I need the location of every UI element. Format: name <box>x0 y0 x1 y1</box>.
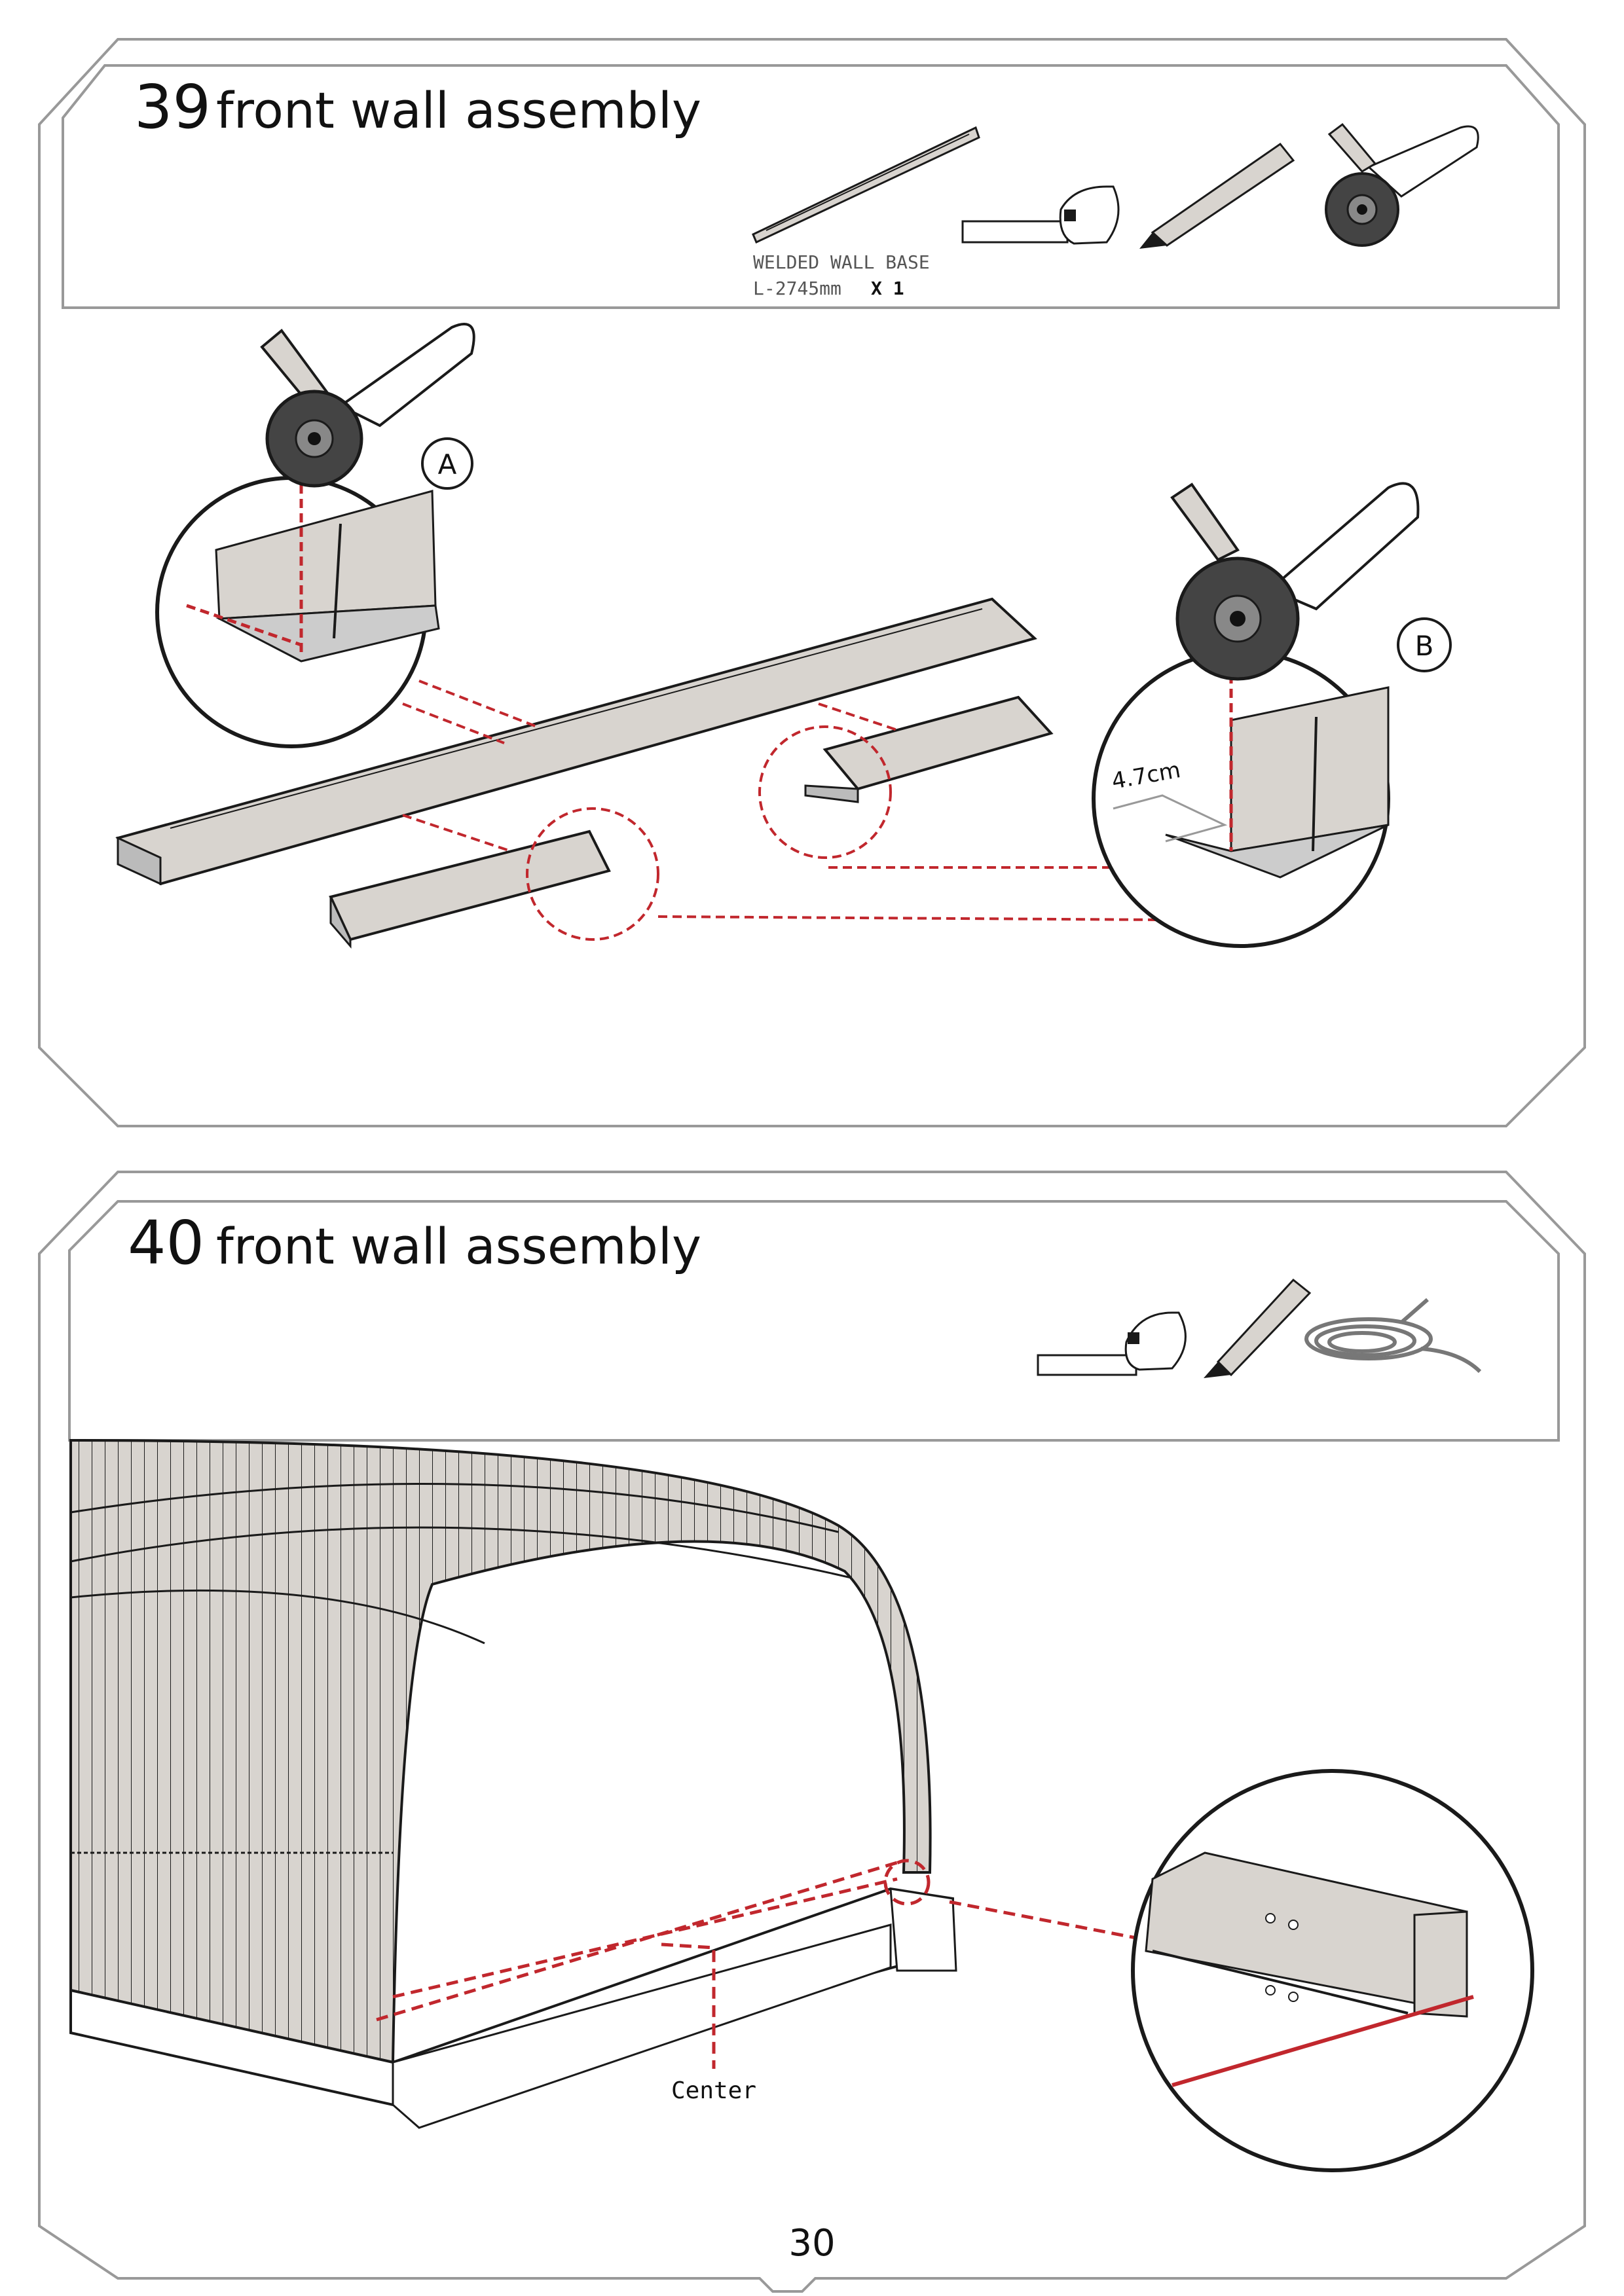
string-line-icon <box>1304 1298 1482 1374</box>
welded-wall-base-part-icon <box>752 126 980 244</box>
step-39-title: front wall assembly <box>216 81 701 139</box>
grinder-b-icon <box>1170 482 1420 681</box>
callout-a-badge <box>421 437 473 490</box>
step-40-header-box <box>68 1200 1560 1442</box>
tape-measure-icon <box>961 185 1120 245</box>
step-39-panel: 39 front wall assembly WELDED WALL BASE … <box>38 38 1586 1127</box>
part-qty-label: X 1 <box>871 278 904 299</box>
step-40-guides <box>376 1859 1137 2069</box>
detail-a-magnifier <box>155 476 440 748</box>
step-40-frame <box>38 1171 1586 2293</box>
step-39-guides <box>402 680 1163 941</box>
page-number: 30 <box>788 2222 835 2265</box>
angle-grinder-icon <box>1325 122 1479 247</box>
cut-piece-left <box>329 829 611 949</box>
callout-a-label: A <box>438 448 457 481</box>
callout-b-label: B <box>1415 630 1434 662</box>
step-39-frame <box>38 38 1586 1127</box>
pencil-icon <box>1139 142 1295 249</box>
pencil-icon <box>1204 1278 1312 1378</box>
center-detail-magnifier <box>1131 1769 1534 2172</box>
center-label: Center <box>671 2077 756 2104</box>
grinder-a-icon <box>260 323 475 488</box>
callout-b-badge <box>1397 617 1452 672</box>
step-40-panel: 40 front wall assembly <box>38 1171 1586 2293</box>
cut-piece-right <box>804 695 1054 803</box>
detail-b-magnifier <box>1092 649 1390 948</box>
welded-wall-base-main <box>115 597 1037 886</box>
arch-roof-illustration <box>69 1438 932 2064</box>
step-39-number: 39 <box>134 72 211 142</box>
step-40-number: 40 <box>128 1208 204 1278</box>
step-39-header-box <box>62 64 1560 309</box>
step-40-title: front wall assembly <box>216 1217 701 1275</box>
tape-measure-icon <box>1037 1311 1187 1376</box>
part-name-label: WELDED WALL BASE <box>753 251 930 273</box>
foundation-base <box>69 1887 957 2129</box>
part-length-label: L-2745mm <box>753 278 841 299</box>
